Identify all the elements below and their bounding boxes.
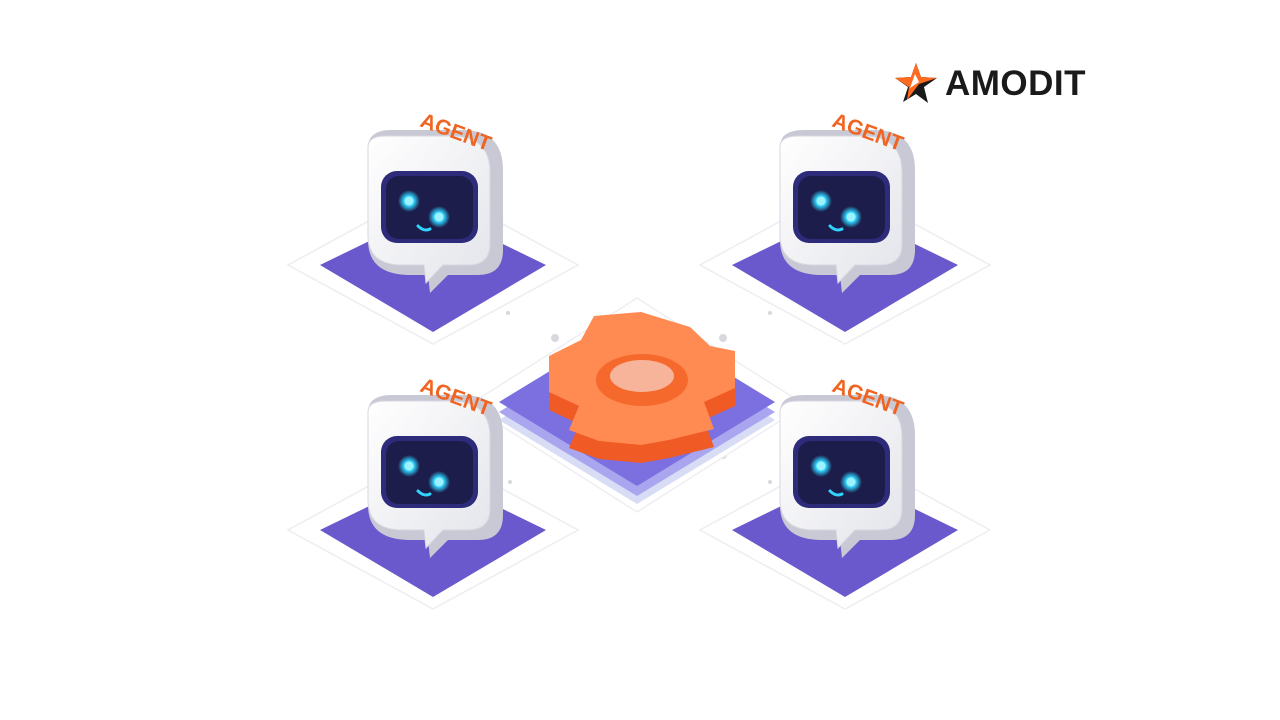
brand-logo: AMODIT <box>893 58 1086 108</box>
gear-icon <box>549 312 735 463</box>
agent-top-right: AGENT <box>698 109 992 345</box>
robot-icon <box>367 130 503 293</box>
agent-bottom-right: AGENT <box>698 374 992 610</box>
brand-name: AMODIT <box>945 63 1087 103</box>
agent-top-left: AGENT <box>286 109 580 345</box>
agent-bottom-left: AGENT <box>286 374 580 610</box>
robot-icon <box>779 395 915 558</box>
robot-icon <box>779 130 915 293</box>
star-logo-icon <box>895 63 937 103</box>
robot-icon <box>367 395 503 558</box>
